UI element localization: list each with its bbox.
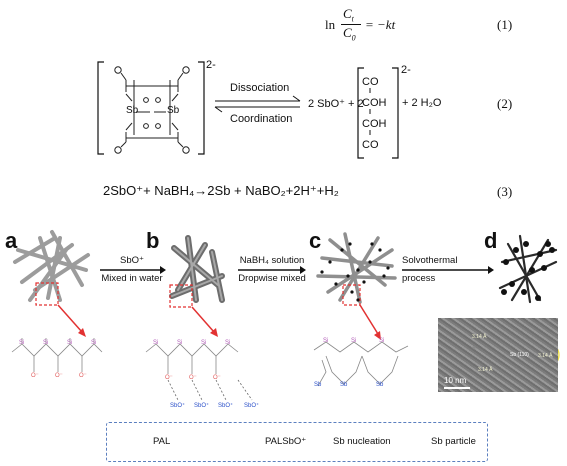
chain-b-sbo-1: SbO⁺ bbox=[170, 403, 186, 409]
arrow-cd-top: Solvothermal bbox=[402, 255, 458, 266]
equation-3: 2SbO⁺+ NaBH₄→2Sb + NaBO₂+2H⁺+H₂ bbox=[103, 183, 339, 198]
arrow-ab-top: SbO⁺ bbox=[119, 255, 145, 266]
tartrate-line-2: COH bbox=[362, 97, 387, 109]
legend-palsbo-label: PALSbO⁺ bbox=[265, 436, 307, 447]
chain-b-si-3: Si bbox=[201, 340, 207, 346]
chain-a-ominus-2: O⁻ bbox=[55, 373, 63, 379]
arrow-bc-bottom: Dropwise mixed bbox=[238, 273, 306, 284]
tem-scale-label: 10 nm bbox=[444, 376, 467, 385]
legend-particle-label: Sb particle bbox=[431, 436, 476, 447]
chain-b-ominus-1: O⁻ bbox=[165, 375, 173, 381]
chain-b-sbo-3: SbO⁺ bbox=[218, 403, 234, 409]
chain-b-si-2: Si bbox=[177, 340, 183, 346]
tem-micrograph: 3.14 Å Sb (110) 3.14 Å 3.14 Å 10 nm bbox=[438, 318, 558, 392]
tem-label-right: 3.14 Å bbox=[538, 353, 553, 359]
chain-a-ominus-1: O⁻ bbox=[31, 373, 39, 379]
eq3-number: (3) bbox=[497, 184, 513, 199]
chain-c-sb-1: Sb bbox=[314, 382, 322, 388]
chain-b-ominus-3: O⁻ bbox=[213, 375, 221, 381]
arrow-ab-label: SbO⁺ Mixed in water bbox=[94, 255, 170, 285]
panel-label-b: b bbox=[146, 228, 160, 253]
tem-label-left: 3.14 Å bbox=[478, 367, 493, 373]
equation-1: ln Ct C0 = −kt bbox=[325, 6, 475, 43]
panel-label-a: a bbox=[5, 228, 18, 253]
fraction-denominator: C0 bbox=[343, 25, 356, 43]
chain-c-si-2: Si bbox=[351, 338, 357, 344]
chain-c-si-3: Si bbox=[379, 338, 385, 344]
tartrate-charge: 2- bbox=[401, 64, 411, 76]
water-term: + 2 H₂O bbox=[402, 97, 442, 109]
chain-b-si-1: Si bbox=[153, 340, 159, 346]
arrow-ab-bottom: Mixed in water bbox=[101, 273, 163, 284]
sb-left-label: Sb bbox=[126, 105, 139, 116]
arrow-cd-bottom: process bbox=[402, 273, 436, 284]
coordination-label: Coordination bbox=[230, 113, 293, 125]
panel-label-c: c bbox=[309, 228, 322, 253]
chain-a-si-3: Si bbox=[67, 340, 73, 346]
fraction-bar bbox=[341, 24, 361, 25]
pal-bundle-a bbox=[13, 230, 90, 302]
arrow-bc-top: NaBH₄ solution bbox=[239, 255, 305, 266]
arrow-bc-label: NaBH₄ solution Dropwise mixed bbox=[232, 255, 312, 285]
eq2-number: (2) bbox=[497, 96, 513, 111]
legend-pal-label: PAL bbox=[153, 436, 171, 447]
chain-b-sbo-2: SbO⁺ bbox=[194, 403, 210, 409]
chain-c-sb-3: Sb bbox=[376, 382, 384, 388]
chain-b-ominus-2: O⁻ bbox=[189, 375, 197, 381]
tartrate-line-1: CO bbox=[362, 76, 379, 88]
tartrate-line-4: CO bbox=[362, 139, 379, 151]
tem-label-mid: Sb (110) bbox=[510, 352, 529, 358]
chain-a-si-2: Si bbox=[43, 340, 49, 346]
products-prefix: 2 SbO⁺ + 2 bbox=[308, 98, 364, 110]
chain-b-si-4: Si bbox=[225, 340, 231, 346]
panel-label-d: d bbox=[484, 228, 498, 253]
chain-a-si-1: Si bbox=[19, 340, 25, 346]
tem-scale-bar bbox=[444, 387, 470, 389]
eq1-number: (1) bbox=[497, 17, 513, 32]
eq1-rhs: = −kt bbox=[365, 17, 396, 32]
arrow-cd-label: Solvothermal process bbox=[402, 255, 472, 285]
tem-label-top: 3.14 Å bbox=[472, 334, 487, 340]
ln-label: ln bbox=[325, 17, 336, 32]
sb-right-label: Sb bbox=[167, 105, 180, 116]
fraction-numerator: Ct bbox=[343, 6, 354, 24]
tartrate-structure: CO COH COH CO bbox=[362, 72, 386, 156]
legend: PAL PALSbO⁺ Sb nucleation Sb particle bbox=[106, 422, 488, 462]
chain-b-sbo-4: SbO⁺ bbox=[244, 403, 260, 409]
legend-nucleation-label: Sb nucleation bbox=[333, 436, 391, 447]
tartrate-line-3: COH bbox=[362, 118, 387, 130]
chain-a-si-4: Si bbox=[91, 340, 97, 346]
chain-c-sb-2: Sb bbox=[340, 382, 348, 388]
dissociation-label: Dissociation bbox=[230, 82, 290, 94]
complex-charge: 2- bbox=[206, 59, 216, 71]
chain-c-si-1: Si bbox=[323, 338, 329, 344]
chain-a-ominus-3: O⁻ bbox=[79, 373, 87, 379]
